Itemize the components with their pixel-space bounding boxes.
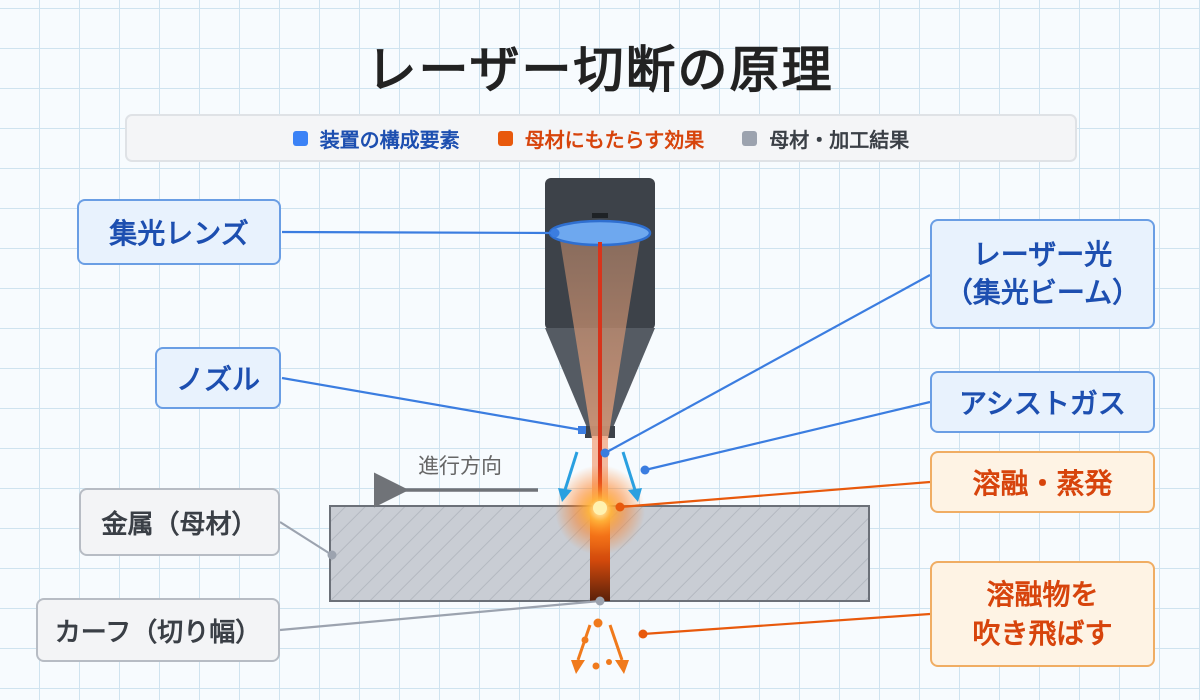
ejection-arrowhead-left (571, 660, 585, 674)
legend-swatch-orange (497, 130, 513, 146)
ejection-arrowhead-right (615, 660, 629, 674)
label-text: 集光レンズ (109, 217, 249, 250)
page-title: レーザー切断の原理 (366, 41, 834, 99)
lens-top-marker (592, 213, 608, 218)
label-metal: 金属（母材） (79, 488, 280, 556)
label-blow-off: 溶融物を 吹き飛ばす (930, 561, 1155, 667)
droplet (581, 636, 589, 644)
label-text: ノズル (175, 363, 260, 396)
legend-item-result: 母材・加工結果 (742, 124, 909, 153)
legend: 装置の構成要素 母材にもたらす効果 母材・加工結果 (125, 114, 1077, 162)
assist-gas-arrows (563, 451, 637, 491)
leader-kerf (279, 599, 601, 632)
direction-label: 進行方向 (418, 454, 502, 478)
label-text: カーフ（切り幅） (54, 617, 262, 648)
legend-swatch-blue (292, 130, 308, 146)
droplet (592, 662, 600, 670)
label-laser-light: レーザー光 （集光ビーム） (930, 219, 1155, 329)
dot (327, 550, 337, 560)
legend-label: 母材・加工結果 (769, 127, 910, 152)
droplet (593, 618, 603, 628)
legend-label: 母材にもたらす効果 (524, 127, 705, 152)
gas-arrowhead-right (628, 488, 642, 502)
dot (638, 629, 648, 639)
label-text-line2: （集光ビーム） (944, 276, 1141, 309)
dot (640, 465, 650, 475)
legend-item-effect: 母材にもたらす効果 (497, 124, 705, 153)
label-text: 金属（母材） (101, 509, 258, 540)
label-nozzle: ノズル (155, 347, 281, 409)
leader-ejection (642, 612, 931, 636)
label-text-line2: 吹き飛ばす (972, 617, 1113, 650)
label-text-line1: レーザー光 (972, 238, 1113, 272)
label-assist-gas: アシストガス (930, 371, 1155, 433)
label-text-line1: 溶融物を (986, 577, 1099, 611)
leader-nozzle (281, 376, 583, 432)
label-focus-lens: 集光レンズ (77, 199, 281, 265)
label-text: 溶融・蒸発 (972, 467, 1113, 500)
dot (595, 596, 605, 606)
droplet (606, 659, 612, 665)
leader-melt (619, 480, 931, 509)
dot (615, 502, 625, 512)
focus-lens-shape (548, 219, 652, 247)
label-kerf: カーフ（切り幅） (36, 598, 280, 662)
dot (578, 426, 586, 434)
label-text: アシストガス (959, 387, 1126, 420)
gas-arrowhead-left (558, 488, 572, 502)
melt-core (593, 501, 607, 515)
dot (600, 448, 610, 458)
legend-label: 装置の構成要素 (319, 127, 460, 152)
label-melt-evaporate: 溶融・蒸発 (930, 451, 1155, 513)
leader-metal (279, 521, 333, 556)
legend-item-device: 装置の構成要素 (292, 124, 460, 153)
legend-swatch-gray (742, 130, 758, 146)
leader-laser-light (604, 274, 931, 454)
dot (550, 228, 560, 238)
leader-focus-lens (281, 230, 556, 235)
leader-assist-gas (644, 400, 931, 472)
